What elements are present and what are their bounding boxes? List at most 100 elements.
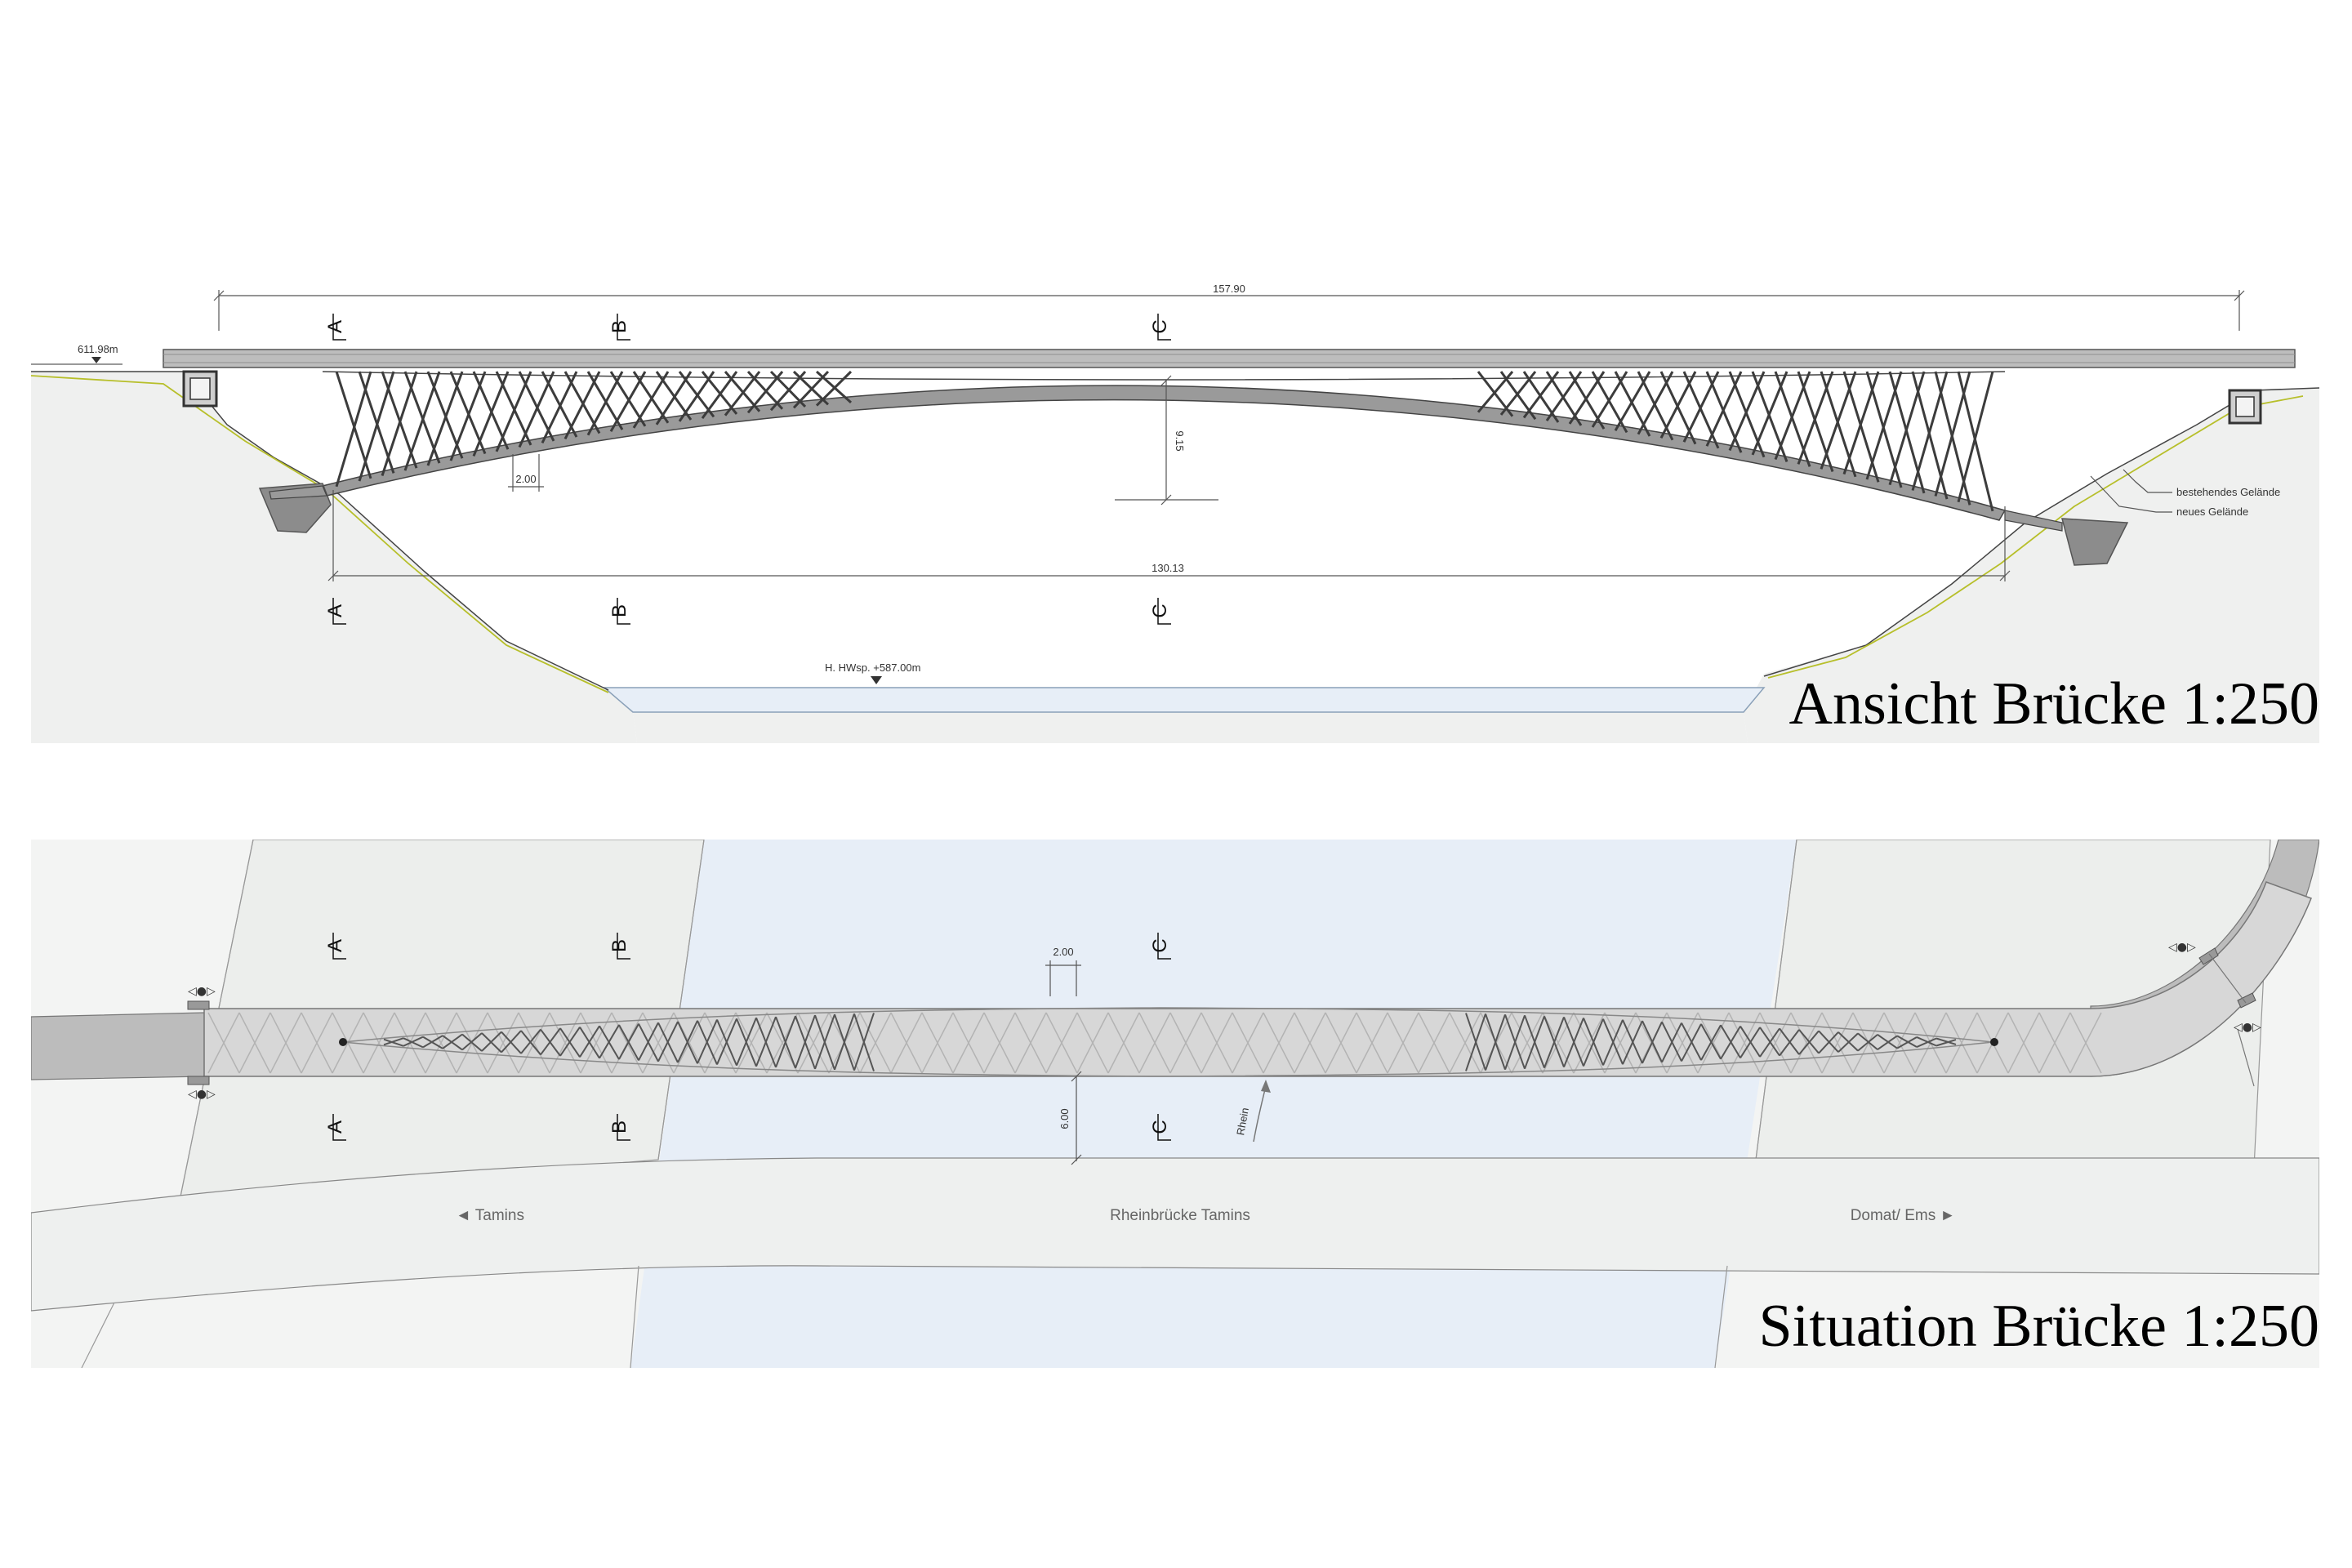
lens-lattice-line [403, 1037, 424, 1049]
deck-lattice-line [1045, 1012, 1078, 1074]
lens-lattice-line [520, 1028, 541, 1054]
lens-lattice-line [697, 1019, 718, 1064]
deck-lattice-line [1821, 1012, 1854, 1074]
lens-lattice-line [540, 1027, 561, 1056]
dimension-module [508, 454, 544, 492]
section-mark-top-a-bracket [332, 314, 346, 341]
lens-lattice-line [1720, 1026, 1741, 1060]
deck-lattice-line [890, 1012, 923, 1074]
deck-lattice-line [952, 1012, 985, 1074]
plan-module-label: 2.00 [1053, 946, 1073, 958]
deck-lattice-line [301, 1012, 333, 1074]
lens-lattice-line [618, 1023, 639, 1060]
lens-lattice-line [1896, 1035, 1918, 1048]
lens-lattice-line [775, 1015, 796, 1068]
lens-lattice-line [383, 1037, 404, 1046]
deck-lattice-line [1107, 1012, 1140, 1074]
lens-lattice-line [1818, 1030, 1839, 1053]
lens-lattice-line [1916, 1037, 1937, 1048]
deck-lattice-line [487, 1012, 519, 1074]
deck-lattice-line [704, 1012, 737, 1074]
section-mark-top-b-bracket [617, 314, 630, 341]
plan-section-mark-top-c: C [1149, 938, 1171, 952]
approach-path-left [31, 1012, 205, 1080]
deck-lattice-line [983, 1012, 1016, 1074]
deck-soffit-curve [322, 371, 2006, 381]
lens-lattice-line [1465, 1013, 1486, 1071]
deck-lattice-line [425, 1012, 457, 1074]
plan-section-mark-bottom-c-bracket [1157, 1114, 1171, 1141]
lens-lattice-line [1563, 1018, 1584, 1067]
section-mark-bottom-b-bracket [617, 598, 630, 625]
overall-span-label: 157.90 [1213, 283, 1245, 295]
deck-lattice-line [518, 1012, 550, 1074]
rise-label: 9.15 [1174, 430, 1186, 451]
svg-text:◁●▷: ◁●▷ [188, 985, 216, 998]
lens-lattice-line [1544, 1017, 1565, 1069]
deck-lattice-line [1604, 1012, 1637, 1074]
deck-lattice-line [859, 1012, 892, 1074]
dimension-rise [1115, 375, 1218, 506]
lens-lattice-line [1485, 1014, 1506, 1071]
deck-level-label: 611.98m [78, 343, 118, 355]
lens-lattice-line [1936, 1039, 1957, 1047]
lens-lattice-line [579, 1025, 600, 1058]
lens-lattice-line [1916, 1036, 1937, 1047]
road-label-tamins: ◄ Tamins [456, 1207, 524, 1224]
section-mark-bottom-b: B [608, 604, 630, 617]
arch-span-label: 130.13 [1152, 562, 1184, 574]
deck-lattice-line [1418, 1012, 1450, 1074]
plan-dimension-width [1071, 1071, 1082, 1165]
lens-lattice-line [1602, 1019, 1624, 1066]
plan-section-mark-top-c-bracket [1157, 933, 1171, 960]
section-mark-bottom-c: C [1149, 604, 1171, 617]
lens-lattice-line [755, 1016, 777, 1067]
plan-section-mark-bottom-b: B [608, 1120, 630, 1134]
lens-lattice-line [677, 1020, 698, 1063]
river-water [602, 687, 1766, 713]
plan-section-mark-top-b-bracket [617, 933, 630, 960]
new-terrain-line-right [1767, 395, 2304, 679]
section-mark-top-c-bracket [1157, 314, 1171, 341]
level-marker-flood [871, 676, 882, 684]
deck-lattice-line [1263, 1012, 1295, 1074]
elevation-title: Ansicht Brücke 1:250 [1789, 670, 2319, 737]
deck-lattice-line [2007, 1012, 2040, 1074]
lens-lattice-line [1857, 1032, 1878, 1050]
bearing-point-right [1990, 1038, 1998, 1046]
lens-lattice-line [481, 1032, 502, 1054]
deck-lattice-line [1356, 1012, 1388, 1074]
river-water-plan [630, 840, 1797, 1368]
lens-lattice-line [814, 1013, 835, 1070]
lens-lattice-line [795, 1014, 816, 1069]
deck-lattice-line [797, 1012, 830, 1074]
lens-lattice-line [1877, 1035, 1898, 1050]
lens-lattice-line [442, 1035, 463, 1051]
deck-lattice-line [1573, 1012, 1606, 1074]
lattice-member [1957, 371, 1994, 503]
lens-lattice-line [1779, 1029, 1800, 1057]
lens-lattice-line [1877, 1034, 1898, 1049]
lens-lattice-line [461, 1032, 483, 1051]
lens-lattice-line [1818, 1031, 1839, 1054]
plan-section-mark-top-a-bracket [332, 933, 346, 960]
lens-lattice-line [559, 1027, 581, 1057]
deck-lattice-line [1542, 1012, 1575, 1074]
deck-lattice-line [1325, 1012, 1357, 1074]
lens-lattice-line [834, 1013, 855, 1071]
section-mark-bottom-a: A [324, 604, 346, 617]
lens-lattice-line [501, 1030, 522, 1054]
flood-level-label: H. HWsp. +587.00m [825, 662, 920, 674]
lens-lattice-line [736, 1017, 757, 1066]
road-label-bridge: Rheinbrücke Tamins [1110, 1207, 1250, 1224]
section-mark-top-a: A [324, 320, 346, 333]
dimension-overall [213, 290, 2245, 331]
lens-lattice-line [1896, 1036, 1918, 1049]
deck-lattice-line [270, 1012, 302, 1074]
svg-text:◁●▷: ◁●▷ [2168, 941, 2196, 954]
level-marker-deck [91, 357, 101, 363]
lens-lattice-line [1622, 1020, 1643, 1065]
foundation-right [2061, 518, 2129, 566]
deck-lattice-line [642, 1012, 675, 1074]
